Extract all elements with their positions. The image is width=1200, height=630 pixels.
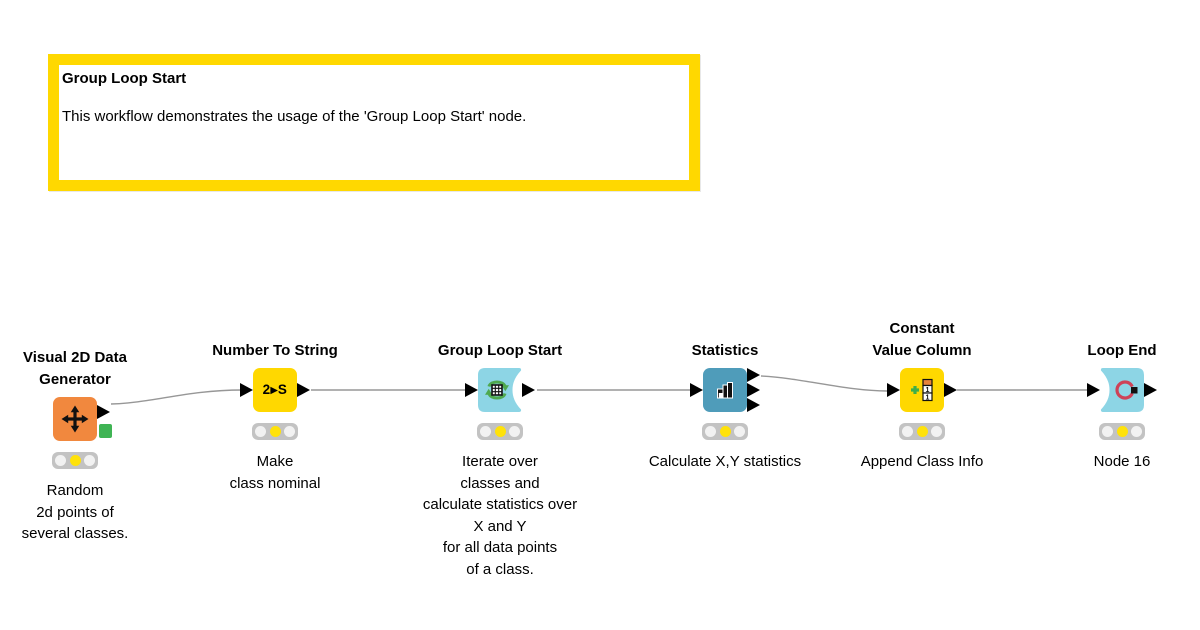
output-port-1[interactable] <box>747 368 760 382</box>
output-port[interactable] <box>944 383 957 397</box>
traffic-light-yellow <box>69 455 81 466</box>
traffic-light-green <box>734 426 745 437</box>
traffic-light-red <box>480 426 491 437</box>
node-body[interactable]: 1 1 <box>900 368 944 412</box>
traffic-light-red <box>55 455 66 466</box>
traffic-light-yellow <box>916 426 928 437</box>
traffic-light-green <box>284 426 295 437</box>
input-port[interactable] <box>690 383 703 397</box>
traffic-light-green <box>509 426 520 437</box>
node-label[interactable]: Random 2d points of several classes. <box>21 482 129 542</box>
node-body[interactable] <box>478 368 522 412</box>
output-port-3[interactable] <box>747 398 760 412</box>
annotation-text: This workflow demonstrates the usage of … <box>62 108 527 125</box>
node-title[interactable]: Loop End <box>1087 341 1157 359</box>
traffic-light-green <box>84 455 95 466</box>
node-label[interactable]: Calculate X,Y statistics <box>648 453 802 470</box>
traffic-light-red <box>1102 426 1113 437</box>
node-number-to-string[interactable]: Number To String 2▸S Make class nominal <box>212 342 338 492</box>
node-body[interactable] <box>703 368 747 412</box>
node-label[interactable]: Node 16 <box>1093 453 1151 470</box>
loop-end-node-shape[interactable] <box>1100 368 1144 412</box>
traffic-light-yellow <box>494 426 506 437</box>
node-status-traffic-light <box>252 423 298 440</box>
input-port[interactable] <box>1087 383 1100 397</box>
output-port[interactable] <box>1144 383 1157 397</box>
node-title[interactable]: Number To String <box>212 341 338 359</box>
histogram-icon <box>717 382 733 399</box>
node-group-loop-start[interactable]: Group Loop Start Iterate over classes an… <box>423 342 577 578</box>
traffic-light-red <box>705 426 716 437</box>
input-port[interactable] <box>887 383 900 397</box>
node-status-traffic-light <box>477 423 523 440</box>
node-title[interactable]: Visual 2D Data Generator <box>23 349 127 388</box>
input-port[interactable] <box>240 383 253 397</box>
node-label[interactable]: Append Class Info <box>860 453 984 470</box>
workflow-annotation[interactable]: Group Loop Start This workflow demonstra… <box>48 54 700 191</box>
loop-over-table-icon <box>485 380 509 400</box>
node-status-traffic-light <box>52 452 98 469</box>
number-to-string-icon: 2▸S <box>262 382 288 397</box>
append-column-icon: 1 1 <box>911 378 933 401</box>
traffic-light-green <box>1131 426 1142 437</box>
node-status-traffic-light <box>702 423 748 440</box>
traffic-light-red <box>902 426 913 437</box>
loop-end-icon <box>1114 380 1137 400</box>
node-body[interactable]: 2▸S <box>253 368 297 412</box>
annotation-title: Group Loop Start <box>62 70 187 87</box>
node-visual-2d-data-generator[interactable]: Visual 2D Data Generator Random 2d point… <box>22 349 129 542</box>
traffic-light-yellow <box>719 426 731 437</box>
node-body[interactable] <box>53 397 97 441</box>
node-title[interactable]: Group Loop Start <box>437 341 563 359</box>
node-loop-end[interactable]: Loop End Node 16 <box>1087 342 1157 470</box>
node-label[interactable]: Iterate over classes and calculate stati… <box>422 453 578 578</box>
node-constant-value-column[interactable]: Constant Value Column 1 1 Append Class I… <box>861 320 984 470</box>
output-port[interactable] <box>522 383 535 397</box>
output-port-2[interactable] <box>747 383 760 397</box>
node-title[interactable]: Constant Value Column <box>872 320 972 359</box>
node-status-traffic-light <box>899 423 945 440</box>
traffic-light-yellow <box>269 426 281 437</box>
output-port[interactable] <box>297 383 310 397</box>
image-output-port[interactable] <box>99 424 112 438</box>
traffic-light-green <box>931 426 942 437</box>
move-arrows-icon <box>61 405 89 433</box>
connection-wire[interactable] <box>760 375 888 392</box>
svg-text:1: 1 <box>926 394 930 401</box>
connection-wire[interactable] <box>110 389 243 405</box>
node-status-traffic-light <box>1099 423 1145 440</box>
traffic-light-yellow <box>1116 426 1128 437</box>
input-port[interactable] <box>465 383 478 397</box>
node-label[interactable]: Make class nominal <box>229 453 321 492</box>
node-statistics[interactable]: Statistics Calculate X,Y statistics <box>649 342 801 471</box>
node-body[interactable] <box>1100 368 1144 412</box>
traffic-light-red <box>255 426 266 437</box>
output-port[interactable] <box>97 405 110 419</box>
node-title[interactable]: Statistics <box>691 341 759 359</box>
svg-text:1: 1 <box>926 387 930 394</box>
